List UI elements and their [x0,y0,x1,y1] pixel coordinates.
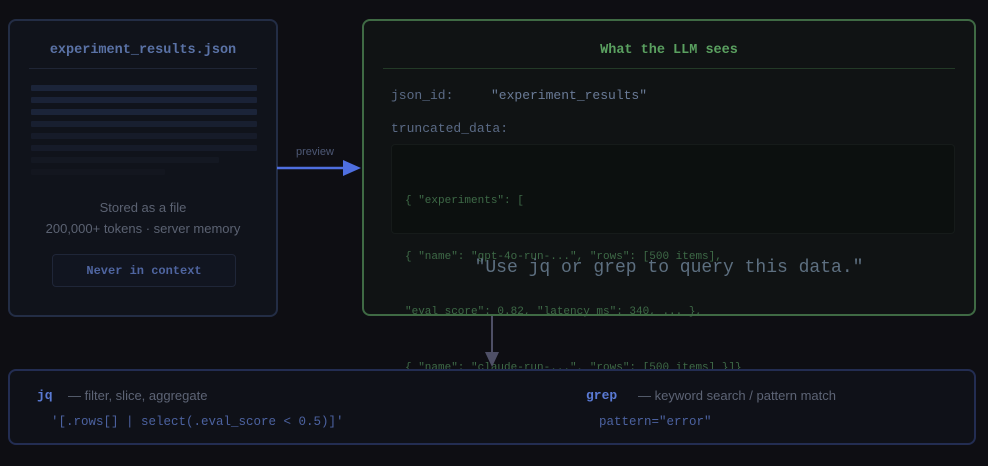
preview-bar [31,97,257,103]
preview-bar [31,109,257,115]
grep-tool-description: — keyword search / pattern match [638,388,836,403]
query-hint-message: "Use jq or grep to query this data." [474,258,864,278]
code-line: { "experiments": [ [405,195,524,207]
grep-tool-example: pattern="error" [599,415,712,429]
truncated-data-code-block: { "experiments": [ { "name": "gpt-4o-run… [391,144,955,374]
json-id-value: "experiment_results" [491,88,648,103]
preview-bar [31,157,219,163]
grep-tool-name: grep [586,388,618,403]
query-tools-panel: jq — filter, slice, aggregate '[.rows[] … [8,369,976,445]
arrow-down-icon [485,316,499,367]
code-line: "eval_score": 0.82, "latency_ms": 340, .… [405,306,703,318]
divider [29,68,257,69]
llm-panel-title: What the LLM sees [600,43,738,58]
storage-description: Stored as a file [99,200,187,215]
code-line: { "name": "gpt-4o-run-...", "rows": [500… [405,250,722,263]
jq-tool-name: jq [37,388,53,403]
never-in-context-badge: Never in context [52,254,236,287]
truncated-data-label: truncated_data: [391,121,509,136]
preview-bar [31,85,257,91]
divider [383,68,955,69]
preview-bar [31,133,257,139]
json-id-key: json_id: [391,88,454,103]
llm-view-panel: What the LLM sees json_id: "experiment_r… [362,19,976,374]
file-name-title: experiment_results.json [49,43,237,58]
preview-bar [31,169,165,175]
arrow-right-icon [277,160,361,176]
preview-bar [31,121,257,127]
jq-tool-description: — filter, slice, aggregate [68,388,208,403]
jq-tool-example: '[.rows[] | select(.eval_score < 0.5)]' [51,415,344,429]
preview-label: preview [296,146,334,158]
preview-bar [31,145,257,151]
token-count-description: 200,000+ tokens · server memory [45,221,241,236]
file-storage-panel: experiment_results.json Stored as a file… [8,19,278,317]
